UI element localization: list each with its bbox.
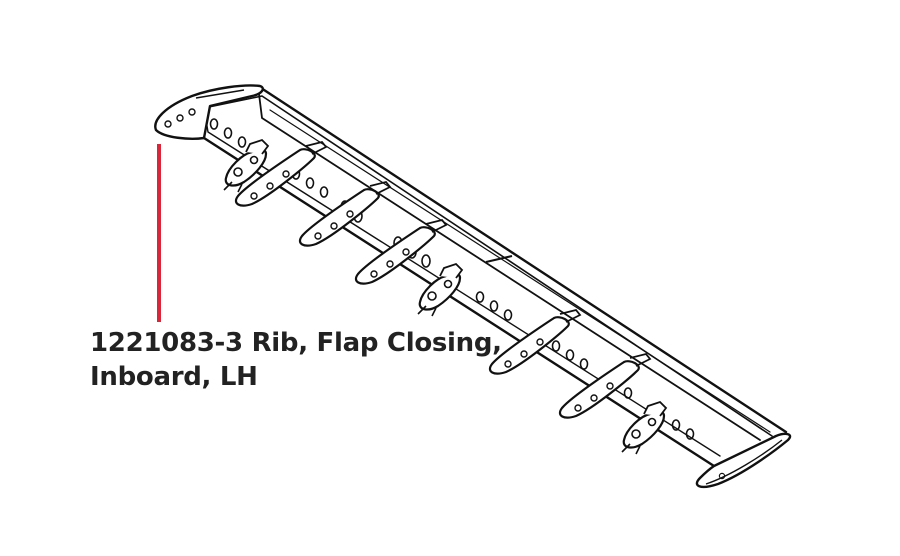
flap-spar — [196, 84, 788, 468]
inboard-closing-rib — [154, 84, 264, 140]
hinge-pin — [485, 255, 513, 263]
part-callout-label: 1221083-3 Rib, Flap Closing, Inboard, LH — [90, 326, 502, 394]
part-callout-line-2: Inboard, LH — [90, 362, 258, 392]
part-callout-line-1: 1221083-3 Rib, Flap Closing, — [90, 328, 502, 358]
outboard-closing-rib — [695, 432, 792, 489]
hinge-brackets — [222, 138, 668, 456]
